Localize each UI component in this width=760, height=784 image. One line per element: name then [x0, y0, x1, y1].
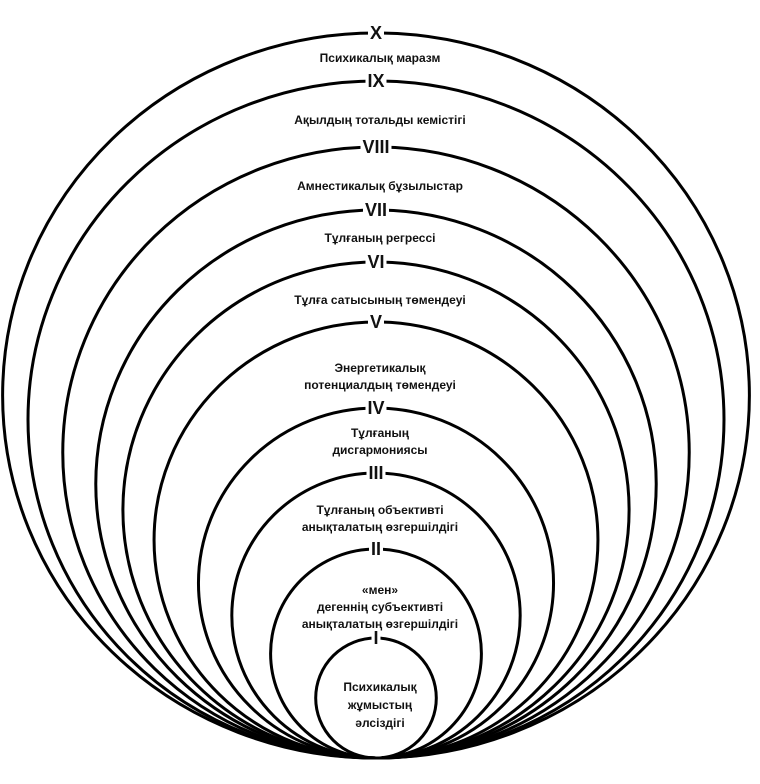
level-label-7: Тұлғаның регрессі: [0, 230, 760, 247]
level-label-line: Ақылдың тотальды кемістігі: [294, 113, 466, 127]
level-label-line: «мен»: [361, 583, 399, 597]
level-label-line: Амнестикалық бұзылыстар: [297, 179, 463, 193]
level-label-line: жұмыстың: [347, 698, 413, 712]
level-numeral-1: I: [371, 628, 381, 648]
level-label-line: әлсіздігі: [355, 716, 405, 730]
level-label-8: Амнестикалық бұзылыстар: [0, 178, 760, 195]
level-label-line: Психикалық: [343, 680, 417, 694]
level-label-10: Психикалық маразм: [0, 50, 760, 67]
level-label-line: Тұлғаның регрессі: [324, 231, 436, 245]
level-numeral-3: III: [366, 463, 386, 483]
level-numeral-7: VII: [362, 200, 390, 220]
level-label-line: Тұлға сатысының төмендеуі: [294, 293, 466, 307]
level-numeral-6: VI: [365, 252, 387, 272]
level-label-line: Энергетикалық: [334, 361, 426, 375]
level-label-line: Тұлғаның: [350, 426, 410, 440]
level-label-2: «мен» дегеннің субъективті анықталатың өзг…: [0, 582, 760, 633]
level-numeral-8: VIII: [360, 137, 392, 157]
level-numeral-5: V: [367, 312, 385, 332]
level-numeral-10: X: [367, 23, 385, 43]
level-label-line: Тұлғаның объективті: [316, 503, 444, 517]
level-label-line: анықталатың өзгершілдігі: [301, 520, 459, 534]
level-label-3: Тұлғаның объективті анықталатың өзгершілд…: [0, 502, 760, 536]
level-label-line: анықталатың өзгершілдігі: [301, 617, 459, 631]
level-label-line: дисгармониясы: [332, 443, 428, 457]
level-numeral-9: IX: [365, 71, 387, 91]
level-numeral-2: II: [368, 539, 384, 559]
level-label-4: Тұлғаның дисгармониясы: [0, 425, 760, 459]
level-label-line: Психикалық маразм: [319, 51, 441, 65]
level-label-line: дегеннің субъективті: [316, 600, 444, 614]
level-label-6: Тұлға сатысының төмендеуі: [0, 292, 760, 309]
level-numeral-4: IV: [365, 398, 387, 418]
level-label-5: Энергетикалық потенциалдың төмендеуі: [0, 360, 760, 394]
level-label-9: Ақылдың тотальды кемістігі: [0, 112, 760, 129]
level-label-1: Психикалық жұмыстың әлсіздігі: [0, 678, 760, 732]
level-label-line: потенциалдың төмендеуі: [304, 378, 456, 392]
